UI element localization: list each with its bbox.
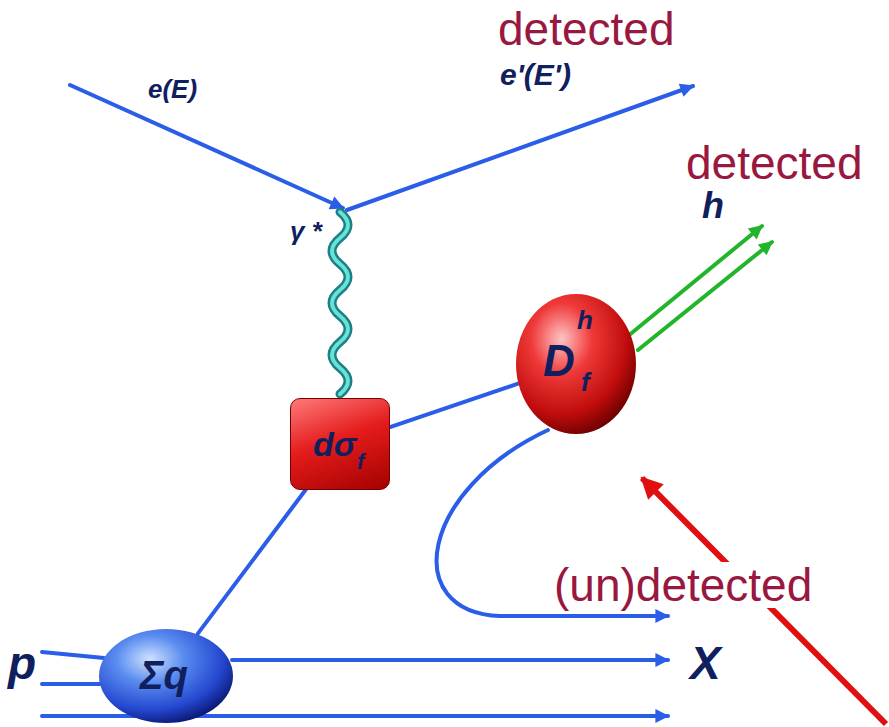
fragmentation-sphere: Dh f <box>515 293 637 435</box>
parton-sphere: Σq <box>98 628 234 724</box>
node-symbol: D <box>543 339 575 383</box>
node-symbol: dσ <box>313 427 356 461</box>
proton-line <box>42 652 104 658</box>
sphere-shape <box>515 293 637 435</box>
detected-note: detected <box>686 140 862 186</box>
hadron-arrow <box>628 226 762 336</box>
particle-label: γ * <box>290 218 322 244</box>
quark-line <box>198 490 306 634</box>
particle-label: e(E) <box>148 76 197 102</box>
node-index: f <box>357 451 364 473</box>
proton-line <box>42 682 100 686</box>
remnant-line <box>232 658 668 662</box>
particle-label: e'(E') <box>500 60 571 90</box>
detected-note: detected <box>498 6 674 52</box>
node-index: f <box>581 369 590 395</box>
quark-line <box>390 384 517 427</box>
particle-label: h <box>702 188 724 224</box>
hadron-arrow <box>638 242 772 350</box>
cross-section-box: dσf <box>290 398 390 490</box>
particle-label: X <box>690 640 721 686</box>
detected-note: (un)detected <box>552 562 814 608</box>
particle-label: p <box>8 640 36 686</box>
incoming-electron <box>70 85 343 208</box>
node-symbol: Σq <box>140 655 188 695</box>
scattered-electron <box>347 86 693 210</box>
node-index: h <box>577 307 593 333</box>
virtual-photon <box>332 212 348 394</box>
